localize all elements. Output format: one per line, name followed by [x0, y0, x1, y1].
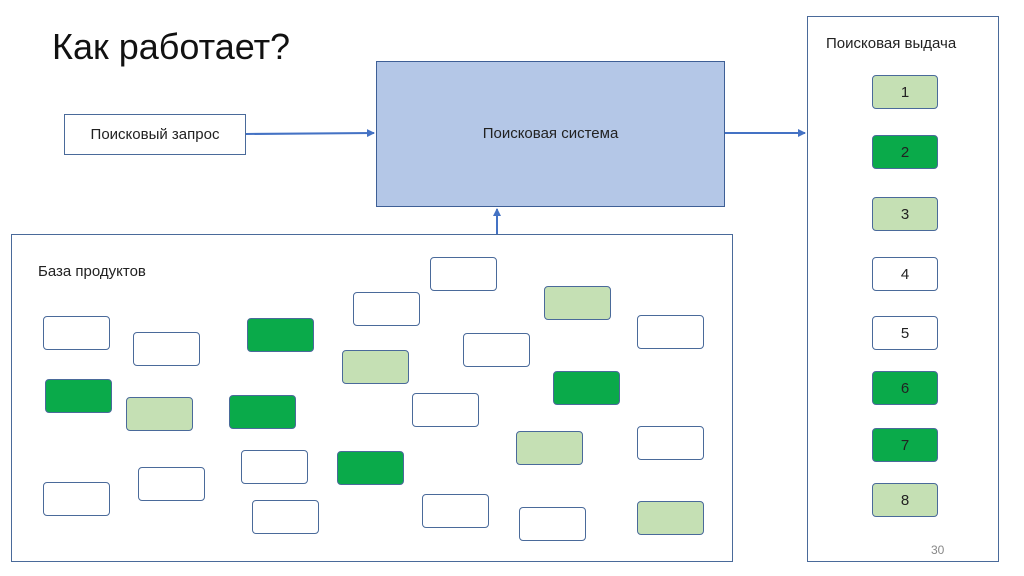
product-card	[422, 494, 489, 528]
product-card	[337, 451, 404, 485]
product-card	[342, 350, 409, 384]
product-card	[430, 257, 497, 291]
product-card	[412, 393, 479, 427]
product-card	[637, 501, 704, 535]
search-engine-box: Поисковая система	[376, 61, 725, 207]
product-card	[353, 292, 420, 326]
product-card	[544, 286, 611, 320]
product-card	[519, 507, 586, 541]
product-card	[241, 450, 308, 484]
result-card-1: 1	[872, 75, 938, 109]
slide-title: Как работает?	[52, 26, 291, 67]
result-card-5: 5	[872, 316, 938, 350]
product-card	[43, 316, 110, 350]
page-number: 30	[931, 543, 945, 557]
result-card-2: 2	[872, 135, 938, 169]
result-card-8: 8	[872, 483, 938, 517]
product-card	[43, 482, 110, 516]
result-card-4: 4	[872, 257, 938, 291]
product-card	[463, 333, 530, 367]
product-card	[516, 431, 583, 465]
product-card	[553, 371, 620, 405]
product-card	[45, 379, 112, 413]
product-database-label: База продуктов	[38, 263, 146, 280]
result-card-6: 6	[872, 371, 938, 405]
product-card	[637, 426, 704, 460]
search-results-title: Поисковая выдача	[826, 35, 957, 52]
product-card	[637, 315, 704, 349]
product-card	[229, 395, 296, 429]
result-card-3: 3	[872, 197, 938, 231]
result-card-7: 7	[872, 428, 938, 462]
product-card	[133, 332, 200, 366]
arrow-query-to-engine	[245, 129, 375, 138]
product-card	[252, 500, 319, 534]
product-card	[126, 397, 193, 431]
product-card	[138, 467, 205, 501]
search-query-box: Поисковый запрос	[64, 114, 246, 155]
product-card	[247, 318, 314, 352]
